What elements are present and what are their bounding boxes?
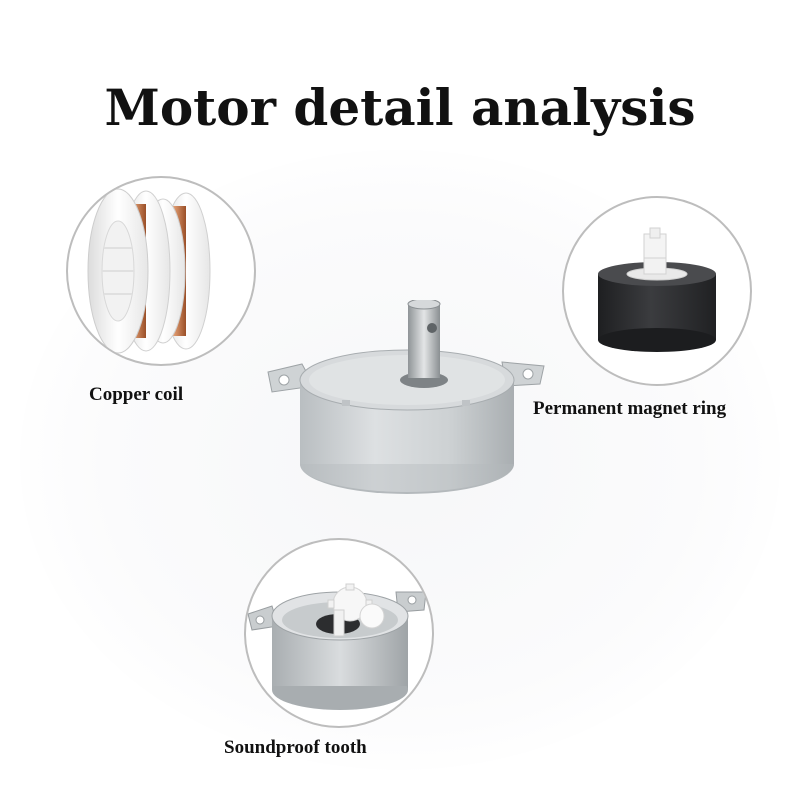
motor-image (262, 300, 552, 500)
soundproof-tooth-image (247, 583, 427, 710)
magnet-ring-image (598, 227, 716, 352)
copper-coil-image (87, 188, 211, 354)
soundproof-tooth-circle (244, 538, 434, 728)
page-title: Motor detail analysis (104, 78, 696, 137)
soundproof-tooth-label: Soundproof tooth (224, 737, 367, 758)
copper-coil-circle (66, 176, 256, 366)
magnet-ring-circle (562, 196, 752, 386)
copper-coil-label: Copper coil (89, 384, 184, 405)
magnet-ring-label: Permanent magnet ring (533, 398, 727, 419)
